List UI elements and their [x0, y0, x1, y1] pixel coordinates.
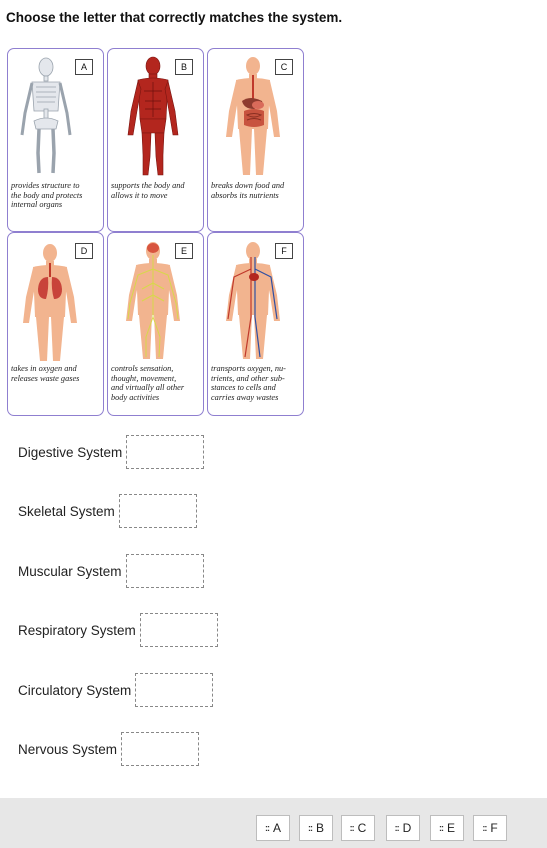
card-description: provides structure to the body and prote… [11, 181, 83, 210]
drag-handle-icon: :: [482, 823, 487, 833]
match-row-respiratory: Respiratory System [18, 613, 218, 647]
card-c: C breaks down food and absorbs its nutri… [207, 48, 304, 232]
system-label: Skeletal System [18, 503, 115, 519]
card-d: D takes in oxygen and releases waste gas… [7, 232, 104, 416]
card-a: A provides structure to the body and pro… [7, 48, 104, 232]
card-description: breaks down food and absorbs its nutrien… [211, 181, 285, 200]
drop-zone-skeletal[interactable] [118, 494, 197, 528]
option-chip-e[interactable]: :: E [430, 815, 464, 841]
drop-zone-muscular[interactable] [125, 554, 204, 588]
muscular-illustration [127, 56, 179, 176]
option-chip-c[interactable]: :: C [341, 815, 375, 841]
card-b: B supports the body and allows it to mov… [107, 48, 204, 232]
option-label: A [272, 821, 281, 835]
drop-zone-respiratory[interactable] [139, 613, 218, 647]
respiratory-illustration [23, 244, 77, 361]
option-label: D [402, 821, 412, 835]
system-label: Muscular System [18, 563, 122, 579]
option-label: C [357, 821, 367, 835]
system-label: Digestive System [18, 444, 123, 460]
drop-zone-nervous[interactable] [121, 732, 200, 766]
match-row-skeletal: Skeletal System [18, 494, 197, 528]
drag-handle-icon: :: [394, 823, 400, 833]
drop-zone-circulatory[interactable] [135, 673, 214, 707]
system-label: Nervous System [18, 741, 118, 757]
card-letter: E [175, 243, 193, 259]
circulatory-illustration [226, 242, 280, 359]
match-row-muscular: Muscular System [18, 554, 204, 588]
match-row-circulatory: Circulatory System [18, 673, 214, 707]
card-description: supports the body and allows it to move [111, 181, 185, 200]
match-row-nervous: Nervous System [18, 732, 200, 766]
option-chip-d[interactable]: :: D [386, 815, 420, 841]
system-label: Respiratory System [18, 622, 136, 638]
option-label: F [490, 821, 498, 835]
answer-tray: :: A :: B :: C :: D :: E :: F [0, 798, 547, 848]
option-label: E [446, 821, 455, 835]
page-title: Choose the letter that correctly matches… [6, 10, 343, 25]
card-f: F transports oxygen, nu- trients, and ot… [207, 232, 304, 416]
drop-zone-digestive[interactable] [126, 435, 205, 469]
skeleton-illustration [20, 57, 72, 174]
drag-handle-icon: :: [264, 823, 270, 833]
card-letter: B [175, 59, 193, 75]
option-label: B [315, 821, 324, 835]
drag-handle-icon: :: [307, 823, 313, 833]
card-letter: F [275, 243, 293, 259]
card-e: E controls sensation, thought, movement,… [107, 232, 204, 416]
option-chip-f[interactable]: :: F [473, 815, 507, 841]
card-letter: D [75, 243, 93, 259]
drag-handle-icon: :: [349, 823, 355, 833]
card-description: controls sensation, thought, movement, a… [111, 364, 185, 402]
card-description: transports oxygen, nu- trients, and othe… [211, 364, 286, 402]
body-systems-grid: A provides structure to the body and pro… [6, 48, 306, 416]
option-chip-a[interactable]: :: A [256, 815, 290, 841]
digestive-illustration [226, 57, 280, 175]
option-chip-b[interactable]: :: B [299, 815, 333, 841]
match-row-digestive: Digestive System [18, 435, 205, 469]
nervous-illustration [126, 242, 180, 359]
card-letter: A [75, 59, 93, 75]
card-letter: C [275, 59, 293, 75]
system-label: Circulatory System [18, 682, 132, 698]
card-description: takes in oxygen and releases waste gases [11, 364, 80, 383]
drag-handle-icon: :: [438, 823, 444, 833]
